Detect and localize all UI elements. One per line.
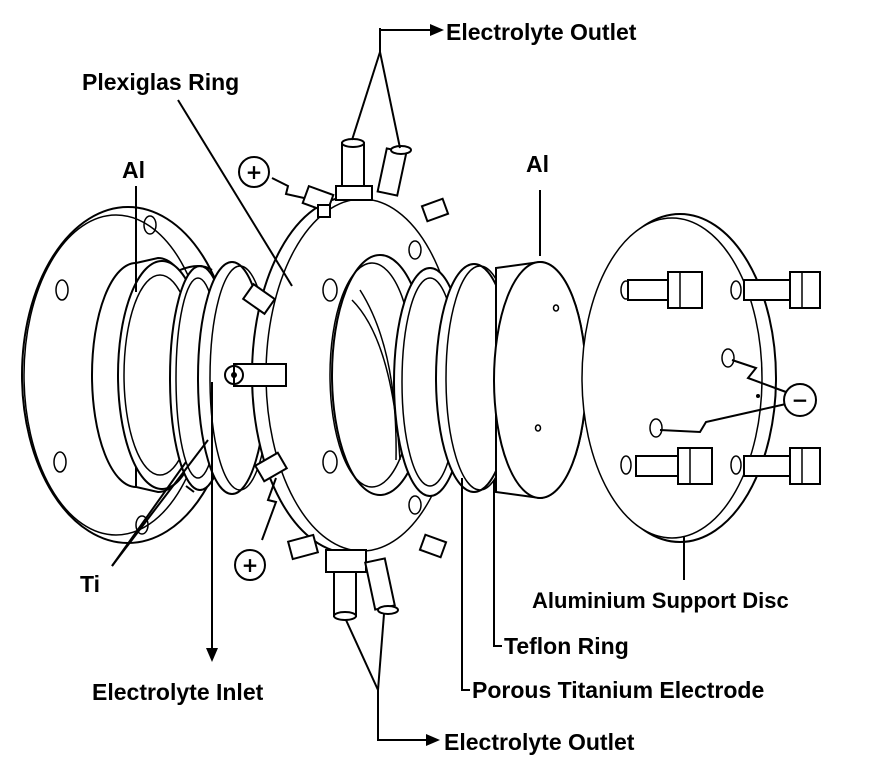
bolt-lower-right	[743, 447, 821, 485]
bolt-top-left	[301, 184, 335, 218]
svg-text:+: +	[246, 160, 263, 184]
svg-text:+: +	[242, 553, 259, 577]
minus-symbol: −	[783, 383, 817, 417]
label-al-left: Al	[122, 157, 145, 183]
label-porous-titanium-electrode: Porous Titanium Electrode	[472, 677, 764, 703]
bottom-outlet-tubes	[325, 549, 399, 621]
support-disc-bolts	[627, 271, 821, 485]
plus-top-symbol: +	[238, 156, 270, 188]
label-teflon-ring: Teflon Ring	[504, 633, 629, 659]
label-aluminium-support-disc: Aluminium Support Disc	[532, 588, 789, 613]
bolt-left-upper	[241, 282, 277, 316]
label-ti: Ti	[80, 571, 100, 597]
bolt-left-middle	[224, 363, 287, 387]
label-electrolyte-outlet-top: Electrolyte Outlet	[446, 19, 637, 45]
bolt-lower-left	[635, 447, 713, 485]
right-aluminium-cylinder	[493, 260, 587, 500]
bolt-upper-left	[627, 271, 703, 309]
plus-bottom-symbol: +	[234, 549, 266, 581]
positive-wires	[261, 177, 305, 541]
bolt-left-lower	[253, 451, 289, 483]
bolt-bottom-left	[286, 533, 320, 561]
label-electrolyte-inlet: Electrolyte Inlet	[92, 679, 264, 705]
label-plexiglas-ring: Plexiglas Ring	[82, 69, 239, 95]
bolt-top-right	[420, 197, 450, 223]
bolt-upper-right	[743, 271, 821, 309]
svg-text:−: −	[792, 388, 809, 412]
top-outlet-tubes	[335, 138, 412, 201]
leader-lines	[111, 24, 685, 746]
plexiglas-ring-bolts	[224, 184, 450, 561]
left-spacer-disc	[197, 261, 271, 495]
negative-wires	[659, 359, 787, 434]
bolt-bottom-right	[418, 533, 448, 559]
label-electrolyte-outlet-bottom: Electrolyte Outlet	[444, 729, 635, 755]
label-al-right: Al	[526, 151, 549, 177]
